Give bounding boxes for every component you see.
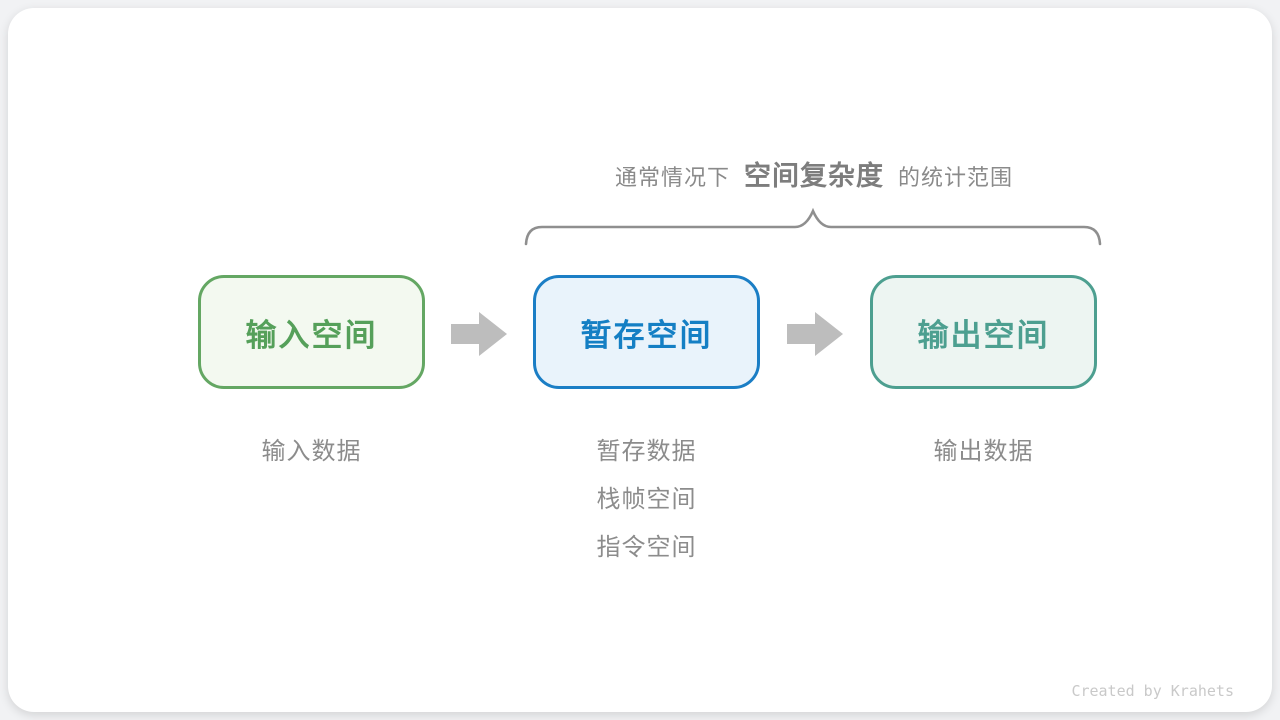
input-space-sublabels: 输入数据 xyxy=(198,428,425,476)
arrow-right-icon xyxy=(451,312,507,356)
input-space-label: 输入空间 xyxy=(245,317,378,353)
sub-label: 栈帧空间 xyxy=(596,486,697,513)
sub-label: 暂存数据 xyxy=(596,438,697,465)
buffer-space-box: 暂存空间 xyxy=(533,275,760,389)
buffer-space-sublabels: 暂存数据 栈帧空间 指令空间 xyxy=(533,428,760,572)
output-space-box: 输出空间 xyxy=(870,275,1097,389)
diagram-title: 通常情况下 空间复杂度 的统计范围 xyxy=(514,154,1114,196)
arrow-right-icon xyxy=(787,312,843,356)
title-highlight: 空间复杂度 xyxy=(744,161,884,191)
diagram-card: 通常情况下 空间复杂度 的统计范围 输入空间 暂存空间 输出空间 输入数据 暂存… xyxy=(8,8,1272,712)
title-suffix: 的统计范围 xyxy=(898,165,1014,190)
output-space-label: 输出空间 xyxy=(917,317,1050,353)
credit-text: Created by Krahets xyxy=(1071,682,1234,700)
sub-label: 指令空间 xyxy=(596,534,697,561)
input-space-box: 输入空间 xyxy=(198,275,425,389)
sub-label: 输入数据 xyxy=(261,438,362,465)
sub-label: 输出数据 xyxy=(933,438,1034,465)
buffer-space-label: 暂存空间 xyxy=(580,317,713,353)
output-space-sublabels: 输出数据 xyxy=(870,428,1097,476)
curly-brace-icon xyxy=(524,207,1102,246)
title-prefix: 通常情况下 xyxy=(614,165,730,190)
